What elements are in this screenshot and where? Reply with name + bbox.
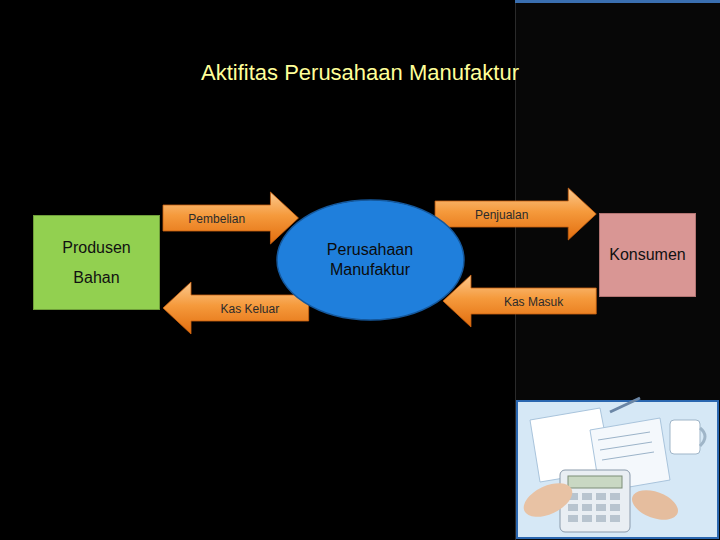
process-ellipse: Perusahaan Manufaktur — [276, 199, 465, 321]
node-body: Produsen Bahan — [47, 233, 147, 293]
diagram-title: Aktifitas Perusahaan Manufaktur — [0, 60, 720, 86]
block-arrow — [163, 192, 298, 244]
ellipse-shape — [277, 200, 464, 320]
node-body: Konsumen — [609, 245, 686, 265]
node-label: Produsen Bahan — [47, 233, 147, 293]
node-body: Perusahaan Manufaktur — [311, 240, 429, 280]
arrow-label: Pembelian — [188, 212, 245, 226]
arrow-label: Kas Masuk — [504, 295, 563, 309]
entity-box: Produsen Bahan — [33, 215, 160, 310]
block-arrow — [443, 275, 596, 327]
office-photo — [517, 398, 718, 538]
node-label: Perusahaan Manufaktur — [311, 240, 429, 280]
side-panel — [515, 0, 720, 540]
block-arrow — [435, 188, 596, 240]
arrow-label: Kas Keluar — [220, 302, 279, 316]
ellipse-outline — [276, 199, 465, 321]
node-label: Konsumen — [609, 245, 686, 265]
top-strip — [515, 0, 720, 3]
entity-box: Konsumen — [599, 213, 696, 297]
block-arrow — [163, 282, 309, 334]
arrow-label: Penjualan — [475, 208, 528, 222]
